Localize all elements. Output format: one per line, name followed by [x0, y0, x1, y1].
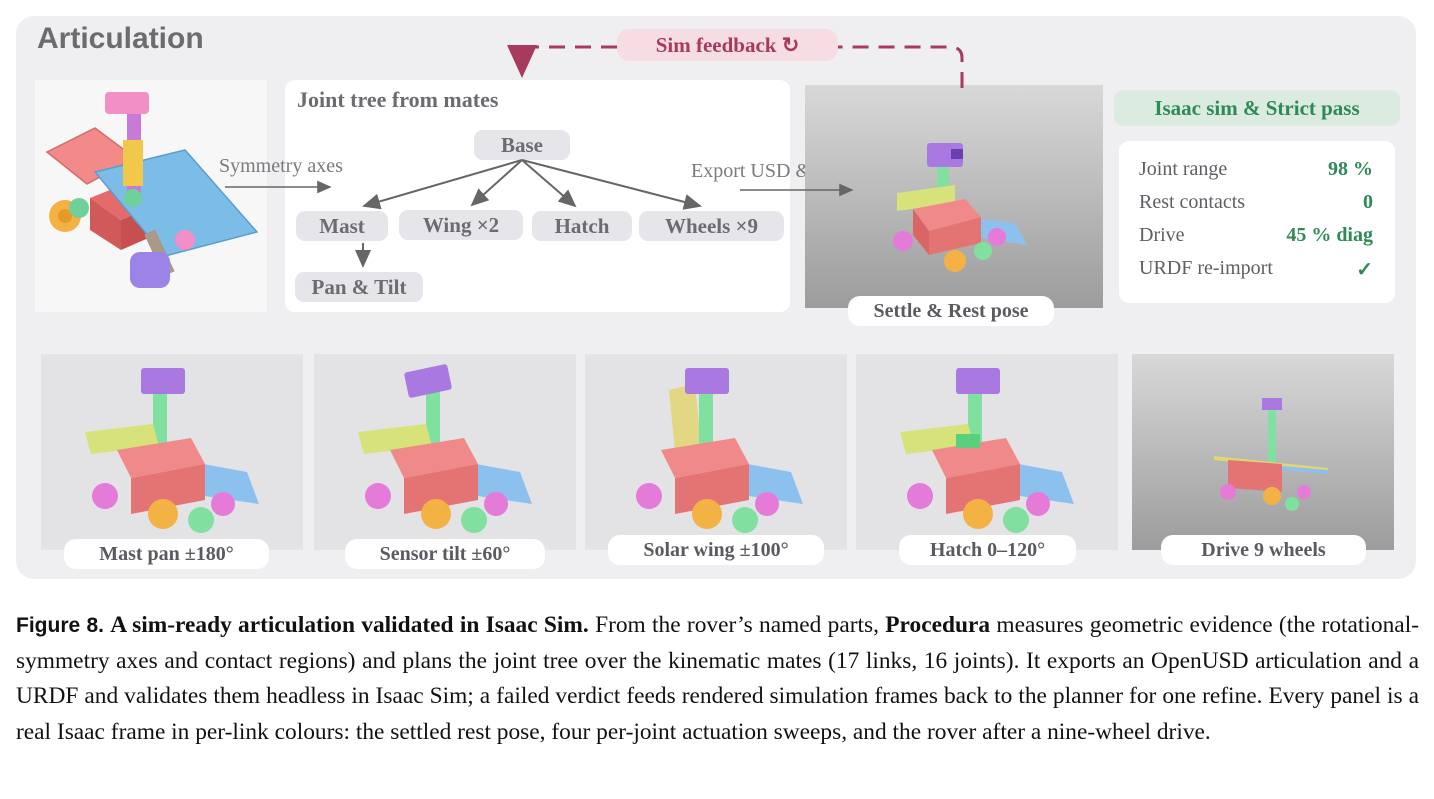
caption-label: Figure 8. — [16, 614, 104, 637]
node-hatch: Hatch — [532, 211, 632, 241]
metric-value: 0 — [1363, 191, 1373, 213]
joint-tree-title: Joint tree from mates — [297, 87, 499, 112]
sweep-label-hatch: Hatch 0–120° — [899, 535, 1076, 565]
sweep-image-drive — [1132, 354, 1394, 550]
sweep-label-mast-pan: Mast pan ±180° — [64, 539, 269, 569]
sweep-image-mast-pan — [41, 354, 303, 550]
sweep-label-solar-wing: Solar wing ±100° — [608, 535, 824, 565]
symmetry-axes-label: Symmetry axes — [219, 155, 343, 177]
node-base: Base — [474, 130, 570, 160]
metric-value: 98 % — [1328, 158, 1373, 180]
node-pan-tilt: Pan & Tilt — [295, 272, 423, 302]
caption-part1: From the rover’s named parts, — [595, 612, 879, 638]
caption-title: A sim-ready articulation validated in Is… — [110, 612, 589, 638]
sweep-image-hatch — [856, 354, 1118, 550]
metric-label: Rest contacts — [1139, 191, 1246, 213]
input-rover-image — [35, 80, 267, 312]
sweep-label-drive: Drive 9 wheels — [1161, 535, 1366, 565]
metric-label: Drive — [1139, 224, 1185, 246]
node-wheels: Wheels ×9 — [639, 211, 784, 241]
metric-row-urdf-reimport: URDF re-import ✓ — [1139, 257, 1373, 287]
node-mast: Mast — [296, 211, 388, 241]
sweep-image-solar-wing — [585, 354, 847, 550]
metric-row-rest-contacts: Rest contacts 0 — [1139, 191, 1373, 221]
sim-feedback-badge: Sim feedback ↻ — [617, 29, 838, 61]
metric-label: URDF re-import — [1139, 257, 1273, 279]
metrics-card: Joint range 98 % Rest contacts 0 Drive 4… — [1119, 141, 1395, 303]
sweep-label-sensor-tilt: Sensor tilt ±60° — [345, 539, 545, 569]
settle-rest-label: Settle & Rest pose — [848, 296, 1054, 326]
metric-row-joint-range: Joint range 98 % — [1139, 158, 1373, 188]
rest-pose-image — [805, 85, 1103, 308]
figure-caption: Figure 8. A sim-ready articulation valid… — [16, 608, 1419, 750]
sweep-image-sensor-tilt — [314, 354, 576, 550]
section-title: Articulation — [37, 22, 204, 55]
metric-value: 45 % diag — [1286, 224, 1373, 246]
caption-part2: measures geometric evidence (the rotatio… — [16, 612, 1419, 745]
node-wing: Wing ×2 — [399, 210, 523, 240]
metric-value: ✓ — [1356, 259, 1373, 281]
metric-row-drive: Drive 45 % diag — [1139, 224, 1373, 254]
isaac-pass-header: Isaac sim & Strict pass — [1114, 90, 1400, 126]
metric-label: Joint range — [1139, 158, 1228, 180]
caption-system-name: Procedura — [885, 612, 991, 638]
